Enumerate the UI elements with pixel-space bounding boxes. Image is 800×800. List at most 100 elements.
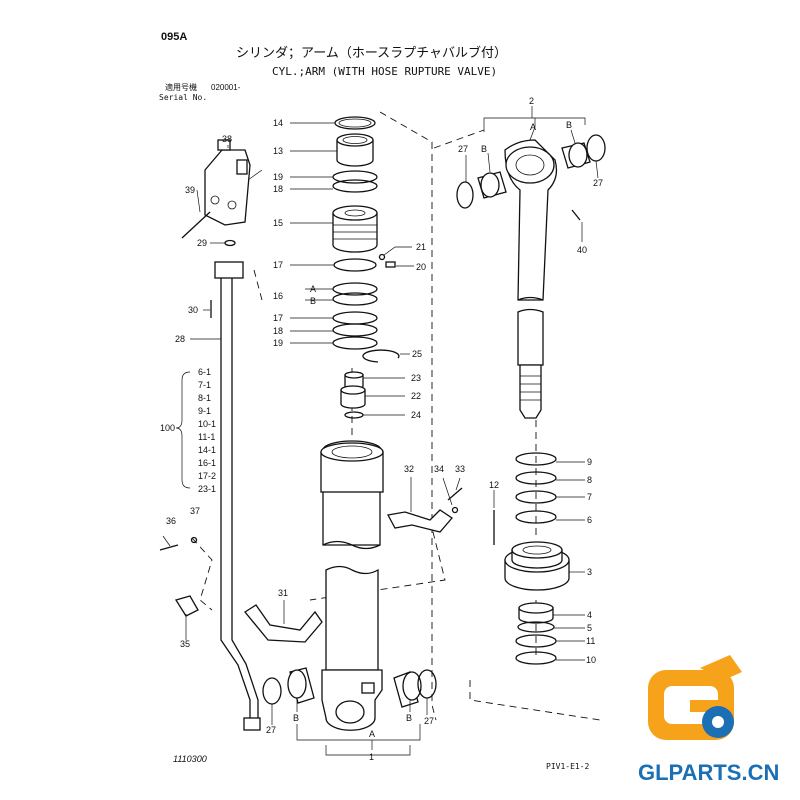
- tube-lower: [325, 565, 379, 671]
- ring-17a: [333, 258, 377, 272]
- callout-2: 2: [529, 96, 534, 106]
- bolt-39: [181, 211, 211, 239]
- callout-30: 30: [188, 305, 198, 315]
- callout-24: 24: [411, 410, 421, 420]
- washer-37: [190, 536, 198, 544]
- callout-33: 33: [455, 464, 465, 474]
- pipe-flange: [214, 261, 244, 279]
- rod-lower: [517, 308, 544, 366]
- piston-15: [332, 212, 378, 253]
- piston-rod: [456, 134, 606, 419]
- rod-seals: [493, 452, 570, 665]
- kit-item-8: 16-1: [198, 458, 216, 468]
- guide-top: [433, 129, 485, 149]
- washer-34: [451, 506, 459, 514]
- callout-b-bottom-left: B: [293, 713, 299, 723]
- serial-label-en: Serial No.: [159, 93, 207, 102]
- bolt-33: [447, 487, 463, 501]
- snap-ring-25: [362, 349, 400, 363]
- ring-17b: [332, 311, 378, 325]
- callout-19b: 19: [273, 338, 283, 348]
- callout-18b: 18: [273, 326, 283, 336]
- guide-bolt-36: [191, 537, 213, 611]
- ball-21: [378, 253, 386, 261]
- kit-item-2: 7-1: [198, 380, 211, 390]
- bolt-36: [159, 544, 179, 551]
- leader-lines: [162, 106, 599, 756]
- callout-20: 20: [416, 262, 426, 272]
- kit-item-4: 9-1: [198, 406, 211, 416]
- callout-39: 39: [185, 185, 195, 195]
- ring-6: [515, 510, 557, 524]
- callout-14: 14: [273, 118, 283, 128]
- callout-16: 16: [273, 291, 283, 301]
- kit-item-6: 11-1: [198, 432, 215, 442]
- clamp-35: [174, 595, 199, 617]
- callout-27-bottom-right: 27: [424, 716, 434, 726]
- callout-2-b-right: B: [566, 120, 572, 130]
- callout-27-top-right: 27: [593, 178, 603, 188]
- seal-27-top-left: [456, 181, 474, 209]
- clamp-32: [387, 509, 453, 533]
- callout-22: 22: [411, 391, 421, 401]
- glparts-logo: GLPARTS.CN: [638, 655, 779, 785]
- guide-bottom-right: [469, 680, 601, 721]
- footer-right-code: PIV1-E1-2: [546, 762, 590, 771]
- callout-23: 23: [411, 373, 421, 383]
- callout-28: 28: [175, 334, 185, 344]
- callout-1-a: A: [369, 729, 375, 739]
- serial-label-jp: 適用号機: [165, 82, 197, 92]
- bottom-pins: [262, 667, 437, 708]
- logo-text: GLPARTS.CN: [638, 760, 779, 785]
- ring-18a: [332, 179, 378, 193]
- callout-9: 9: [587, 457, 592, 467]
- callout-16-b: B: [310, 296, 316, 306]
- callout-2-b-left: B: [481, 144, 487, 154]
- kit-item-7: 14-1: [198, 445, 216, 455]
- callout-35: 35: [180, 639, 190, 649]
- bushing-13: [336, 139, 374, 167]
- seal-27-top-right: [586, 134, 606, 162]
- callout-11: 11: [586, 636, 595, 646]
- callout-10: 10: [586, 655, 596, 665]
- ring-24: [344, 411, 364, 419]
- callout-21: 21: [416, 242, 426, 252]
- logo-mark: [648, 655, 742, 740]
- callout-36: 36: [166, 516, 176, 526]
- kit-item-9: 17-2: [198, 471, 216, 481]
- callout-25: 25: [412, 349, 422, 359]
- pipe-28: [210, 261, 261, 731]
- callout-2-a: A: [530, 122, 536, 132]
- callout-27-top-left: 27: [458, 144, 468, 154]
- guide-valve: [253, 269, 263, 301]
- callout-34: 34: [434, 464, 444, 474]
- callout-labels: 14 13 19 18 15 21 20 17 16 A B 17 18 19 …: [160, 96, 603, 762]
- grease-fitting-40: [571, 209, 581, 221]
- seal-27-left: [262, 677, 282, 705]
- dashed-guides: [191, 111, 601, 721]
- ring-9: [515, 452, 557, 466]
- piston-stack: [332, 116, 400, 419]
- callout-31: 31: [278, 588, 288, 598]
- callout-13: 13: [273, 146, 283, 156]
- rod-thread: [519, 364, 542, 419]
- oring-29: [224, 239, 236, 247]
- callout-38: 38: [222, 134, 232, 144]
- callout-19: 19: [273, 172, 283, 182]
- callout-1: 1: [369, 752, 374, 762]
- callout-18: 18: [273, 184, 283, 194]
- clamp-parts: [159, 487, 463, 643]
- callout-37: 37: [190, 506, 200, 516]
- title-english: CYL.;ARM (WITH HOSE RUPTURE VALVE): [272, 65, 497, 78]
- ring-5: [517, 621, 555, 633]
- callout-b-bottom-right: B: [406, 713, 412, 723]
- callout-17: 17: [273, 260, 283, 270]
- callout-100: 100: [160, 423, 175, 433]
- callout-27-bottom-left: 27: [266, 725, 276, 735]
- ring-16b: [332, 292, 378, 306]
- callout-12: 12: [489, 480, 499, 490]
- callout-17b: 17: [273, 313, 283, 323]
- callout-5: 5: [587, 623, 592, 633]
